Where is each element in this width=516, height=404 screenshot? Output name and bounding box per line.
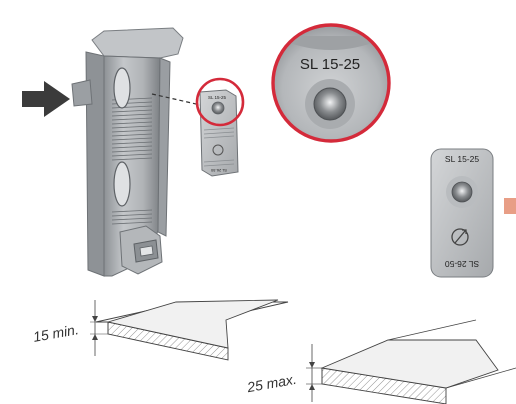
highlight-ring-large	[271, 23, 391, 143]
mounting-clip	[71, 27, 184, 277]
rotate-icon	[212, 144, 224, 156]
board-max: 25 max.	[245, 319, 516, 404]
highlight-ring-small	[195, 77, 245, 127]
upper-slot	[113, 67, 131, 109]
small-plate-top-label: SL 15-25	[445, 154, 479, 164]
zoom-label: SL 15-25	[300, 56, 360, 73]
small-plate-bottom-label: SL 26-50	[445, 259, 479, 269]
dimension-min-label: 15 min.	[32, 321, 80, 345]
plate-bottom-label: SL 26-50	[210, 168, 227, 173]
ribbed-slot	[111, 97, 153, 225]
board-min: 15 min.	[32, 299, 289, 361]
side-tab	[504, 198, 516, 214]
rotate-icon	[451, 228, 469, 246]
insert-plate: SL 15-25 SL 26-50	[199, 89, 239, 177]
standalone-plate: SL 15-25 SL 26-50	[430, 148, 494, 278]
lower-slot	[113, 161, 131, 207]
plate-top-label: SL 15-25	[208, 95, 227, 100]
zoom-hole	[313, 87, 347, 121]
arrow-right-icon	[22, 81, 70, 117]
dimension-max-label: 25 max.	[245, 371, 298, 396]
zoom-detail: SL 15-25	[271, 23, 391, 143]
standalone-plate-hole	[451, 181, 473, 203]
